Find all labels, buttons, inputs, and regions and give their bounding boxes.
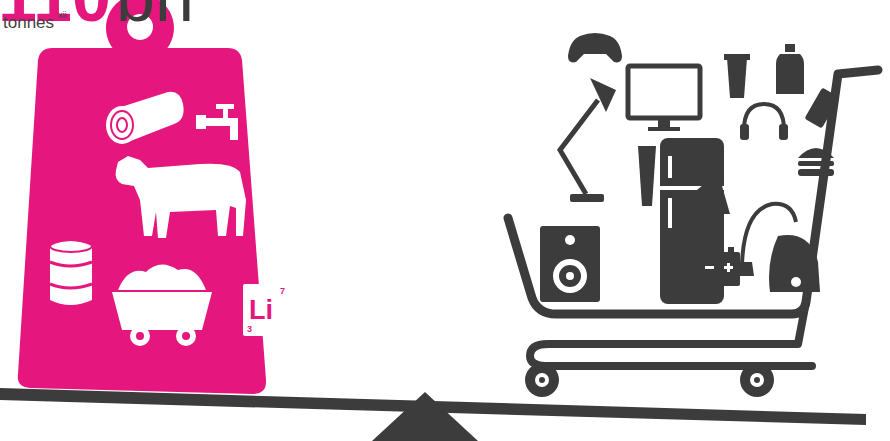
products [540,33,840,304]
mass-number: 7 [280,287,285,296]
cow-icon [116,156,246,238]
seesaw-beam [0,388,866,425]
element-symbol: Li [249,297,273,324]
atomic-number: 3 [247,325,252,334]
log-icon [106,92,184,144]
tap-icon [196,104,238,140]
footnote-mark: xii [58,11,67,20]
weight [18,0,266,394]
unit-label: tonnes [3,14,54,31]
pivot-triangle [372,392,478,441]
element-tile: Li 7 3 [243,284,291,336]
barrel-icon [50,240,92,305]
mine-cart-icon [112,264,212,346]
headline-unit: bn [116,0,194,32]
